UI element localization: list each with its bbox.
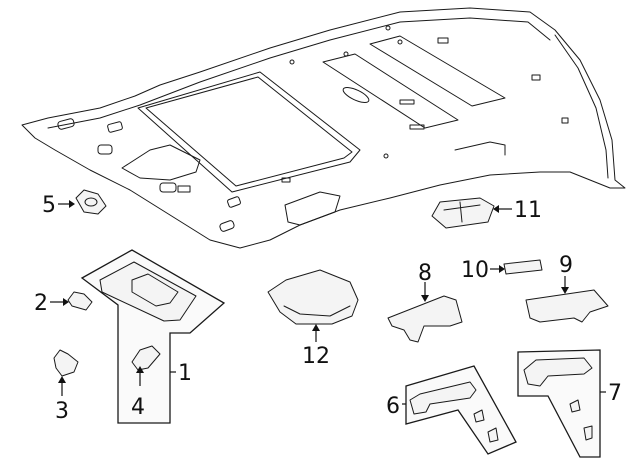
callout-4: 4 xyxy=(131,395,145,420)
callout-group-10[interactable]: 10 xyxy=(461,258,543,283)
callout-2: 2 xyxy=(34,291,48,316)
callout-group-1[interactable]: 4 1 xyxy=(80,249,226,424)
callout-group-3[interactable]: 3 xyxy=(53,349,79,424)
part-2 xyxy=(67,291,93,311)
sun-visor xyxy=(99,261,197,322)
callout-8: 8 xyxy=(418,261,432,286)
callout-group-7[interactable]: 7 xyxy=(517,349,622,458)
callout-1: 1 xyxy=(178,361,192,386)
callout-group-2[interactable]: 2 xyxy=(34,291,93,316)
bracket-9 xyxy=(525,289,609,323)
bracket-8 xyxy=(387,295,463,343)
retainer-10 xyxy=(503,259,543,275)
callout-group-6[interactable]: 6 xyxy=(386,365,517,455)
grab-handle-7 xyxy=(523,357,593,387)
part-3 xyxy=(53,349,79,377)
acoustic-pad-2 xyxy=(369,35,506,107)
callout-12: 12 xyxy=(302,344,330,369)
callout-group-11[interactable]: 11 xyxy=(431,197,542,229)
callout-group-5[interactable]: 5 xyxy=(42,189,107,218)
part-11 xyxy=(431,197,495,229)
callout-7: 7 xyxy=(608,381,622,406)
callout-10: 10 xyxy=(461,258,489,283)
acoustic-pad-1 xyxy=(322,53,459,129)
callout-9: 9 xyxy=(559,253,573,278)
callout-3: 3 xyxy=(55,399,69,424)
callout-group-9[interactable]: 9 xyxy=(525,253,609,323)
callout-11: 11 xyxy=(514,198,542,223)
headliner[interactable] xyxy=(21,7,626,249)
callout-5: 5 xyxy=(42,193,56,218)
callout-6: 6 xyxy=(386,394,400,419)
part-5 xyxy=(75,189,107,215)
sunroof-opening xyxy=(137,71,361,193)
grab-handle-6 xyxy=(409,381,477,415)
callout-group-12[interactable]: 12 xyxy=(267,269,359,369)
overhead-console xyxy=(267,269,359,325)
callout-group-8[interactable]: 8 xyxy=(387,261,463,343)
